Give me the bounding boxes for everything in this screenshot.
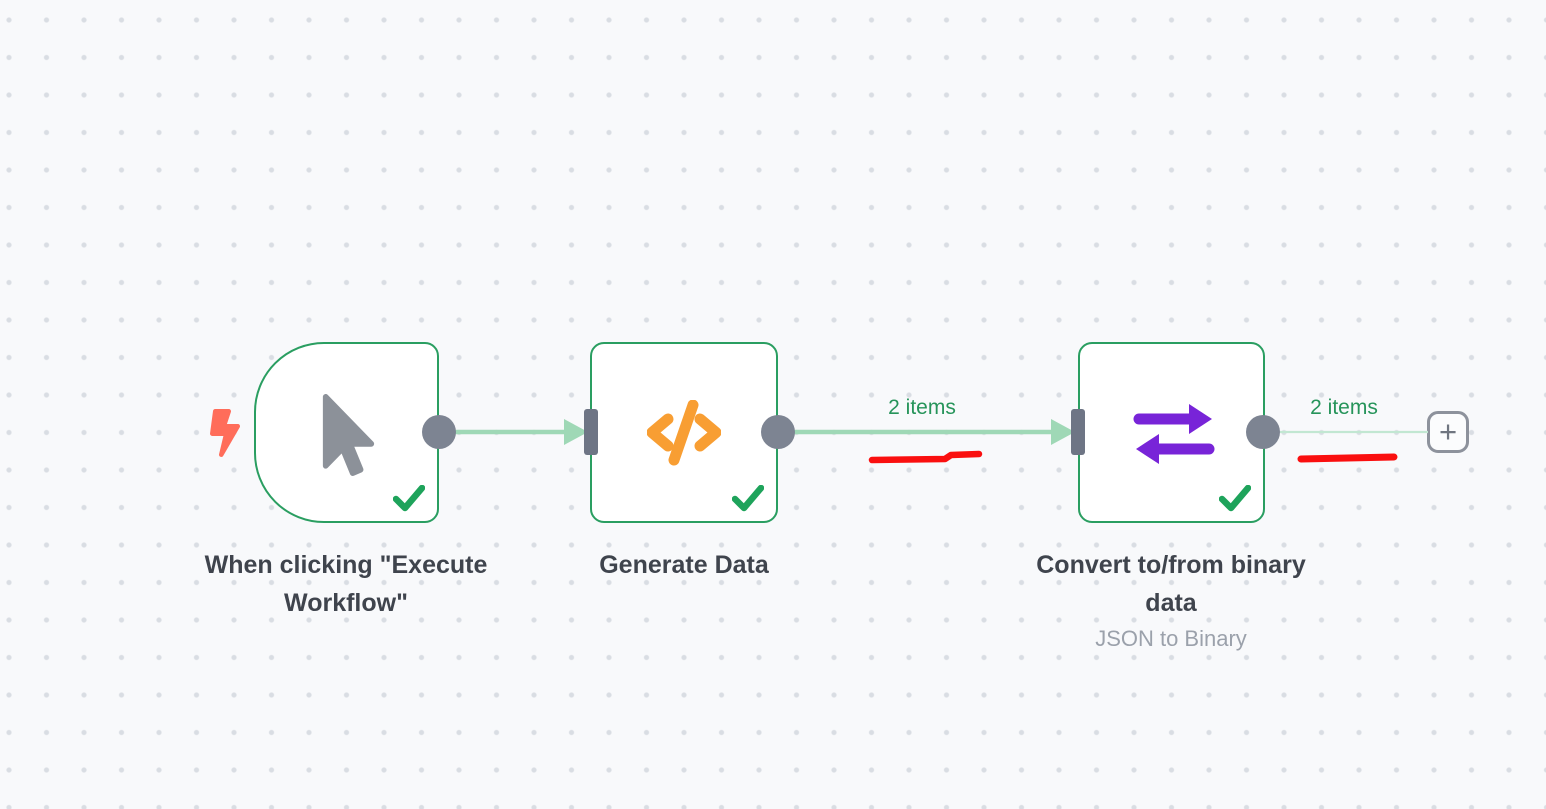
node-label-line: Workflow"	[284, 589, 408, 617]
node-label-line: Generate Data	[599, 551, 769, 579]
connection-items-count-label: 2 items	[1310, 396, 1378, 419]
success-check-icon	[732, 485, 764, 512]
node-label-manual-trigger: When clicking "Execute Workflow"	[146, 546, 546, 622]
node-label-line: data	[1145, 589, 1197, 617]
success-check-icon	[1219, 485, 1251, 512]
mouse-pointer-icon	[322, 394, 375, 476]
annotation-red-underline-2	[1297, 453, 1398, 463]
node-sublabel-operation: JSON to Binary	[1095, 626, 1247, 651]
success-check-icon	[393, 485, 425, 512]
node-label-generate-data: Generate Data	[534, 546, 834, 584]
connection-items-count-label: 2 items	[888, 396, 956, 419]
node-label-line: When clicking "Execute	[204, 551, 488, 579]
node-generate-data[interactable]	[590, 342, 778, 523]
connection-code-to-binary[interactable]	[779, 419, 1075, 445]
node-manual-trigger[interactable]	[254, 342, 439, 523]
annotation-red-underline-1	[868, 450, 983, 464]
connection-trigger-to-code[interactable]	[440, 419, 588, 445]
add-node-button[interactable]: +	[1427, 411, 1469, 453]
node-label-convert-binary: Convert to/from binary data JSON to Bina…	[971, 546, 1371, 655]
node-label-line: Convert to/from binary	[1036, 551, 1306, 579]
code-icon	[647, 400, 721, 466]
node-convert-binary-data[interactable]	[1078, 342, 1265, 523]
connection-arrowhead	[564, 419, 588, 445]
connection-arrowhead	[1051, 419, 1075, 445]
plus-icon: +	[1438, 414, 1458, 449]
trigger-lightning-icon	[210, 409, 240, 457]
transfer-arrows-icon	[1133, 404, 1215, 464]
